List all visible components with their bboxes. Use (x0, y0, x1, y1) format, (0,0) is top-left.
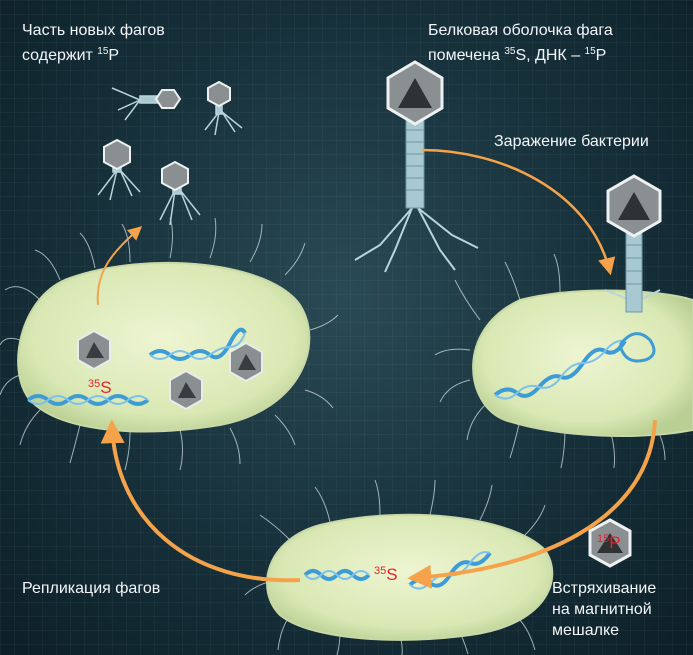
label-protein-coat: Белковая оболочка фага помечена 35S, ДНК… (428, 20, 613, 66)
phage-small-1 (112, 88, 180, 120)
label-new-phages: Часть новых фагов содержит 15P (22, 20, 165, 66)
phage-small-4 (160, 162, 200, 225)
phage-head-inside-2 (230, 343, 262, 381)
label-infection: Заражение бактерии (494, 131, 649, 152)
arrow-replication (112, 424, 300, 580)
phage-small-group (98, 82, 242, 225)
isotope-p15: 15P (597, 533, 621, 553)
label-shaking-line3: мешалке (552, 620, 656, 641)
phage-head-inside-1 (78, 331, 110, 369)
label-shaking-line2: на магнитной (552, 599, 656, 620)
label-shaking-line1: Встряхивание (552, 578, 656, 599)
bacterium-bottom (245, 480, 552, 655)
arrow-infection (422, 150, 610, 272)
label-new-phages-line1: Часть новых фагов (22, 20, 165, 41)
isotope-s35-bottom: 35S (374, 565, 398, 585)
bacterium-left (0, 218, 338, 470)
label-protein-coat-line1: Белковая оболочка фага (428, 20, 613, 41)
label-shaking: Встряхивание на магнитной мешалке (552, 578, 656, 641)
isotope-s35-left: 35S (88, 378, 112, 398)
label-new-phages-line2: содержит 15P (22, 41, 165, 66)
label-replication: Репликация фагов (22, 578, 160, 599)
phage-small-3 (98, 140, 140, 200)
phage-small-2 (205, 82, 242, 135)
phage-head-inside-3 (170, 371, 202, 409)
label-protein-coat-line2: помечена 35S, ДНК – 15P (428, 41, 613, 66)
phage-large-top (355, 62, 478, 272)
